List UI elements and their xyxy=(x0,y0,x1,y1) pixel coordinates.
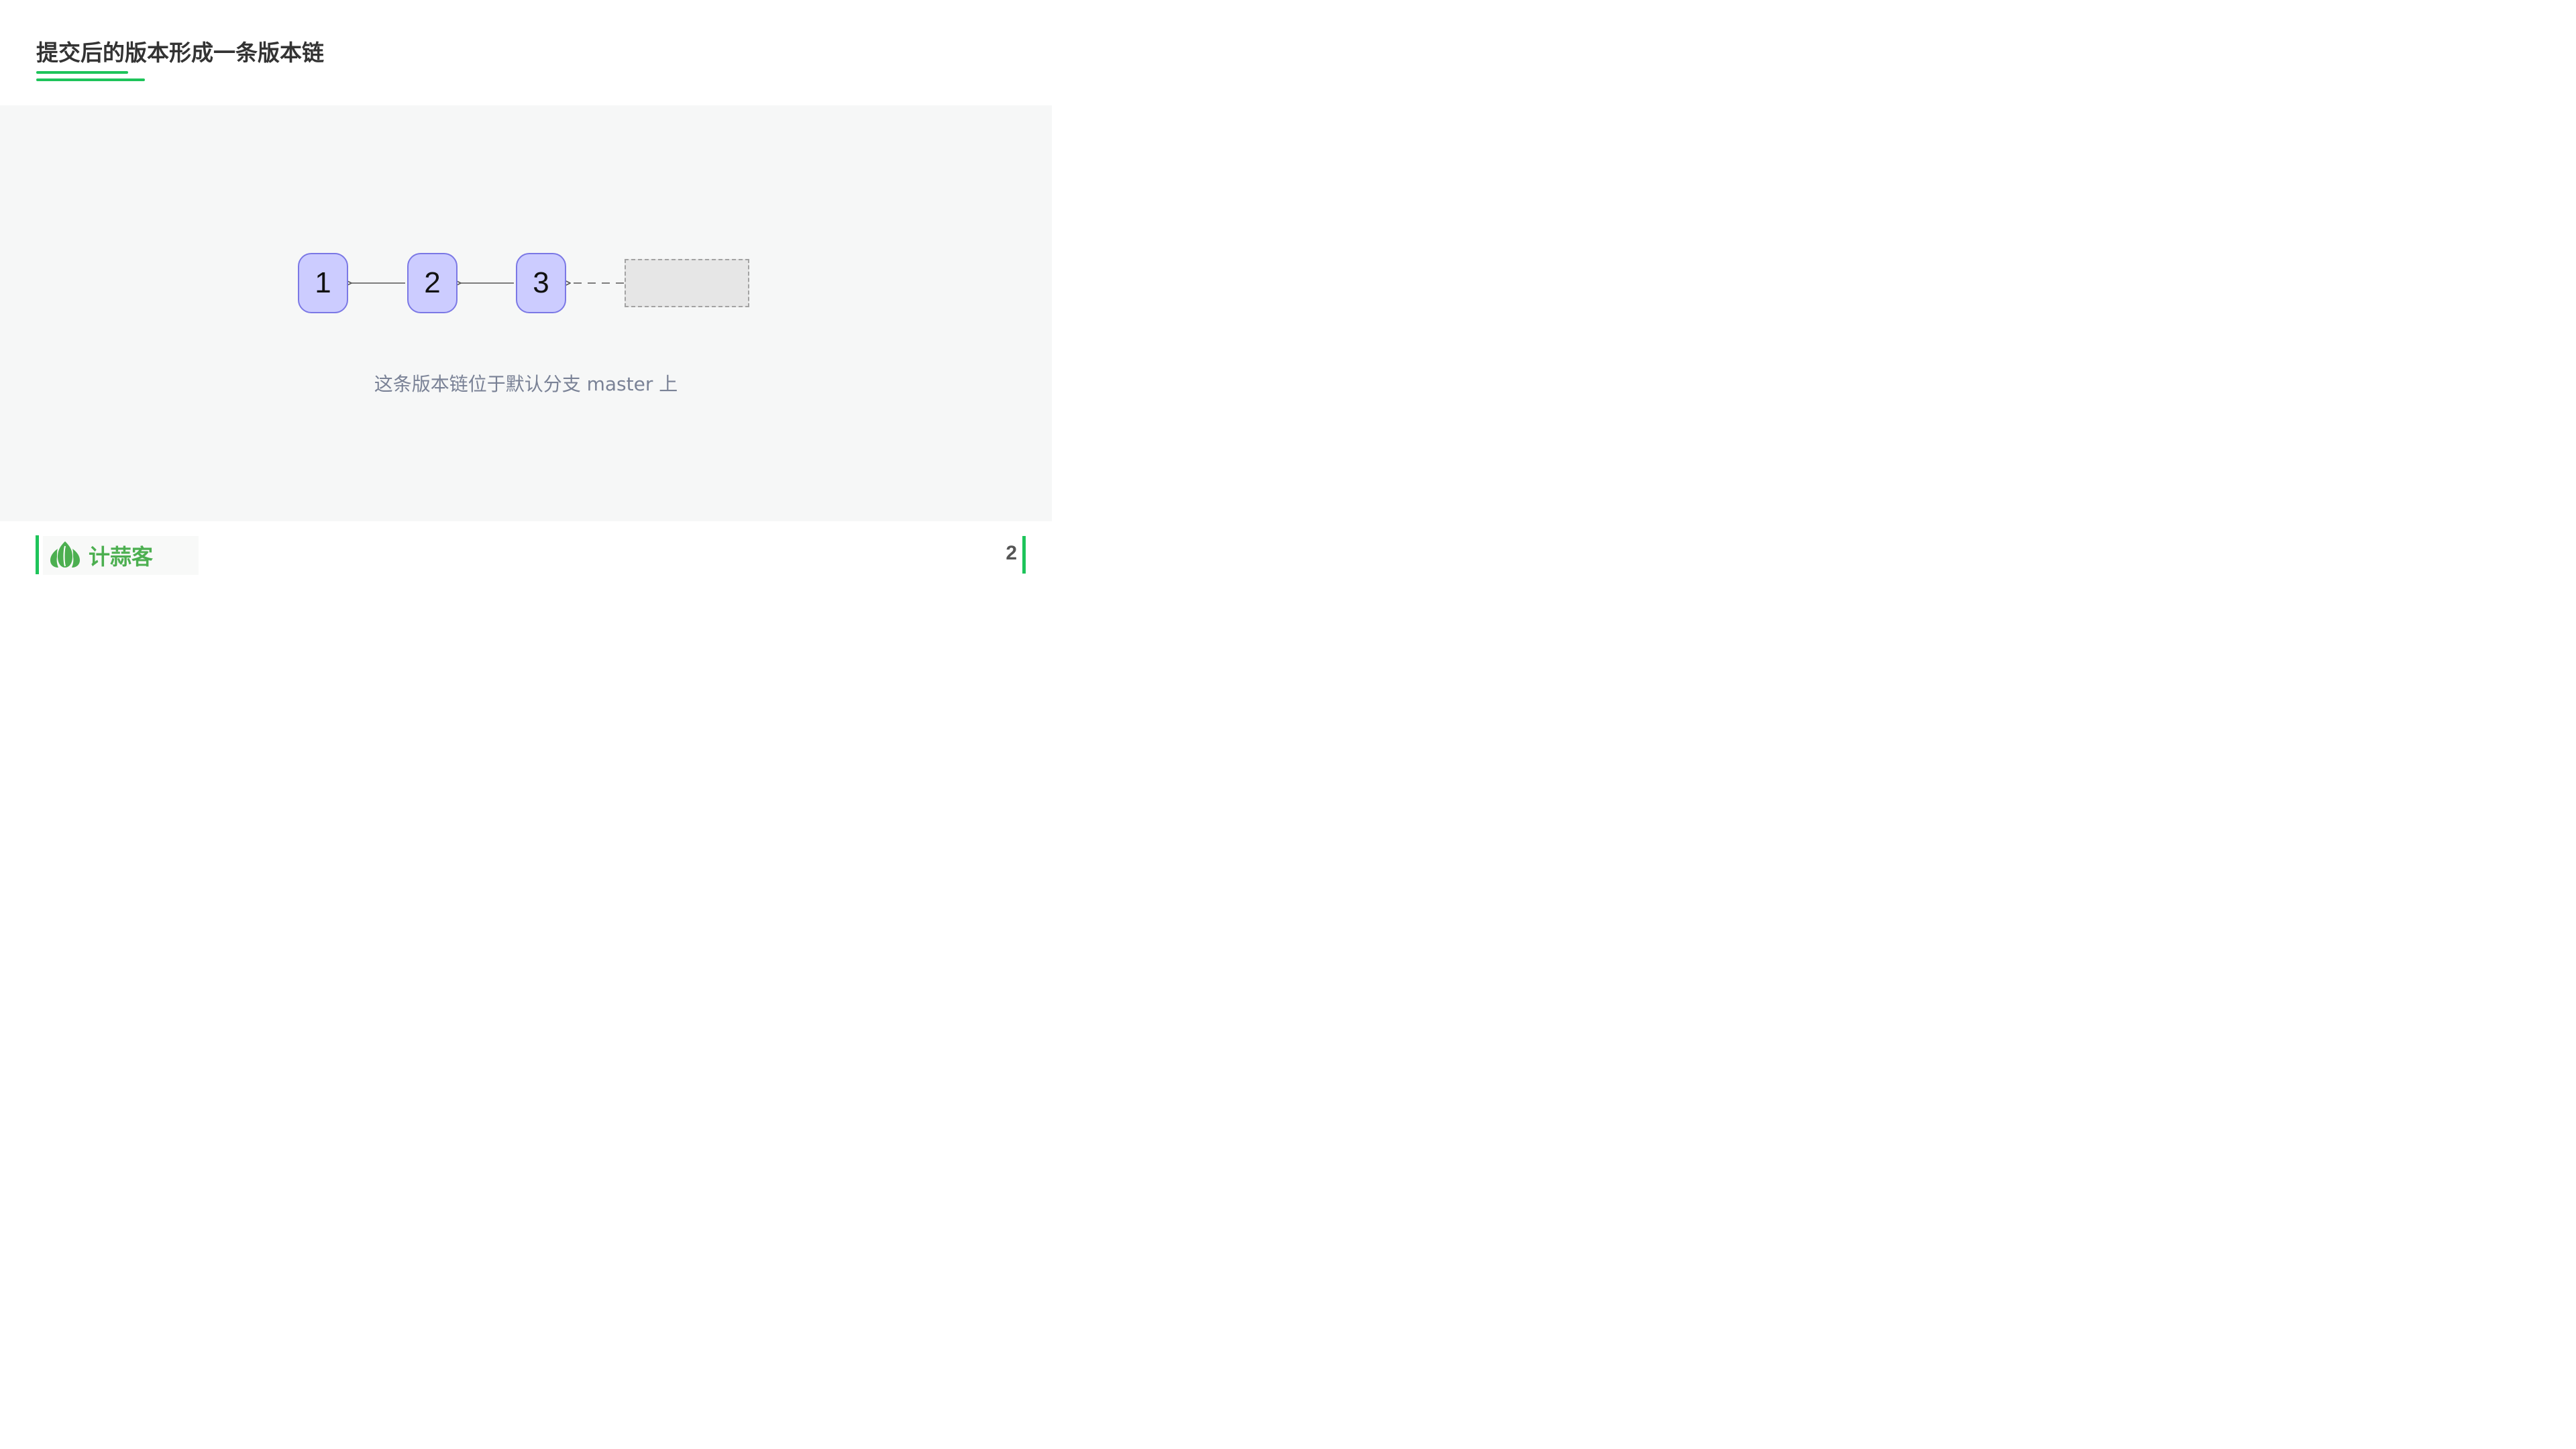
footer-accent-bar-left xyxy=(36,535,39,574)
title-underline-secondary xyxy=(36,78,145,81)
commit-node-3: 3 xyxy=(516,253,566,313)
title-underline xyxy=(36,71,128,74)
slide-title: 提交后的版本形成一条版本链 xyxy=(36,40,324,66)
diagram-caption: 这条版本链位于默认分支 master 上 xyxy=(374,373,678,395)
commit-node-2: 2 xyxy=(407,253,458,313)
garlic-icon xyxy=(48,539,82,572)
future-commit-placeholder xyxy=(625,259,749,307)
page-number: 2 xyxy=(1006,542,1017,564)
footer-accent-bar-right xyxy=(1022,536,1026,574)
logo: 计蒜客 xyxy=(43,536,199,575)
diagram-arrows xyxy=(0,0,624,592)
commit-node-1: 1 xyxy=(298,253,348,313)
content-panel xyxy=(0,105,1052,521)
logo-text: 计蒜客 xyxy=(89,544,154,570)
